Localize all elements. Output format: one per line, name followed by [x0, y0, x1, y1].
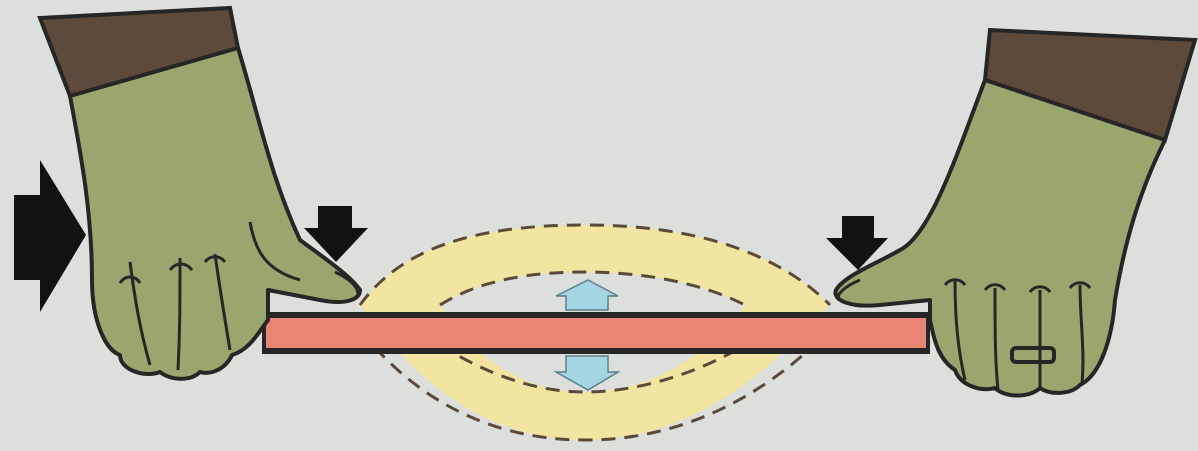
bar-fill — [266, 318, 926, 348]
flexible-bar — [262, 312, 930, 354]
